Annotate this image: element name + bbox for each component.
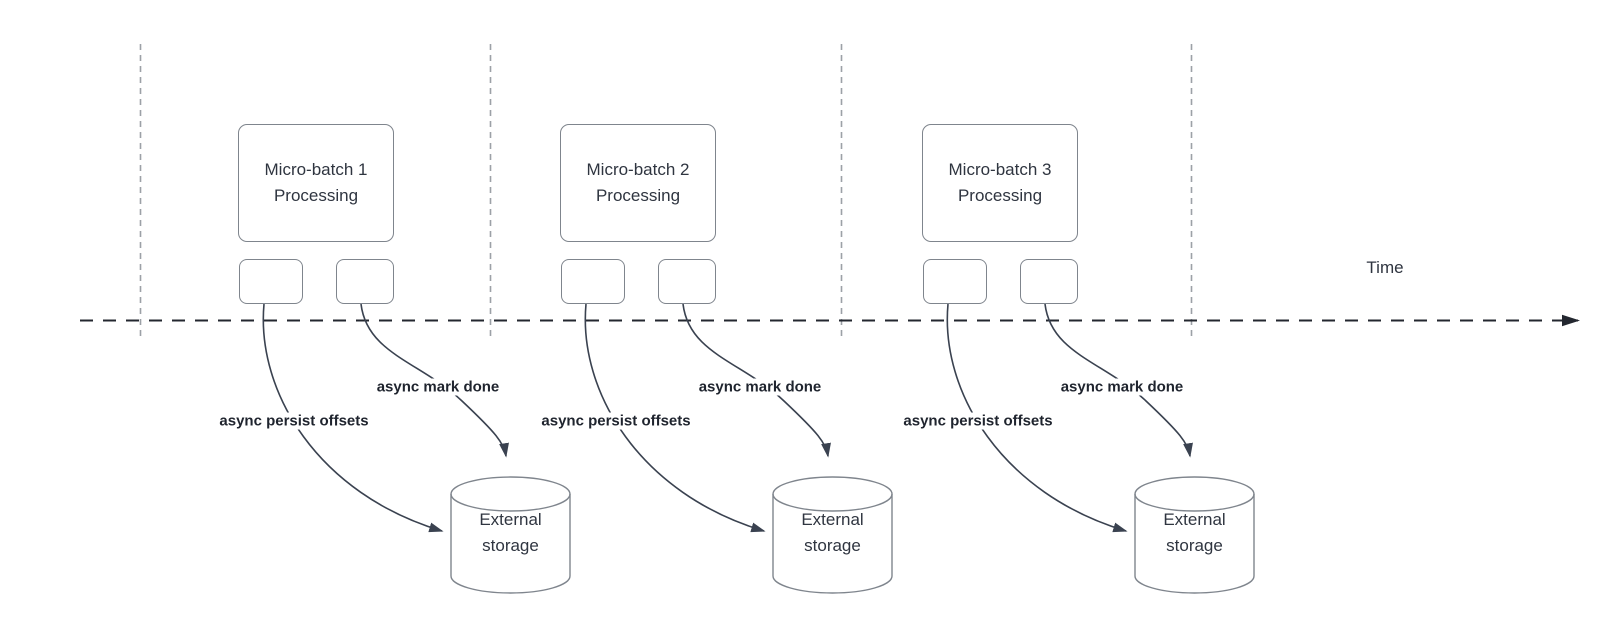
mark-done-label: async mark done	[373, 378, 503, 396]
processing-box-label-line1: Micro-batch 3	[948, 160, 1052, 179]
external-storage-label-line1: External	[479, 510, 542, 529]
persist-offsets-task-box	[923, 259, 987, 304]
external-storage-label-line1: External	[801, 510, 864, 529]
processing-box-label-line1: Micro-batch 2	[586, 160, 690, 179]
storage-cylinder-rim	[1134, 493, 1255, 512]
persist-offsets-arrow	[946, 303, 1128, 533]
mark-done-task-box	[658, 259, 716, 304]
storage-cylinder-body	[450, 476, 571, 594]
persist-offsets-label: async persist offsets	[900, 412, 1056, 430]
persist-offsets-arrow	[262, 303, 444, 533]
external-storage-label-line2: storage	[1166, 536, 1223, 555]
time-axis-label: Time	[1366, 258, 1404, 277]
external-storage-label: External storage	[451, 507, 570, 559]
external-storage-label-line1: External	[1163, 510, 1226, 529]
external-storage-label: External storage	[1135, 507, 1254, 559]
processing-box-label-line2: Processing	[273, 186, 359, 205]
processing-box-label-line1: Micro-batch 1	[264, 160, 368, 179]
storage-cylinder-body	[772, 476, 893, 594]
persist-offsets-task-box	[239, 259, 303, 304]
storage-cylinder-rim	[772, 493, 893, 512]
persist-offsets-arrow	[584, 303, 766, 533]
persist-offsets-task-box	[561, 259, 625, 304]
external-storage-label: External storage	[773, 507, 892, 559]
processing-box: Micro-batch 1 Processing	[238, 124, 394, 242]
persist-offsets-label: async persist offsets	[538, 412, 694, 430]
mark-done-label: async mark done	[1057, 378, 1187, 396]
processing-box-label-line2: Processing	[957, 186, 1043, 205]
mark-done-label: async mark done	[695, 378, 825, 396]
processing-box: Micro-batch 2 Processing	[560, 124, 716, 242]
storage-cylinder-rim	[450, 493, 571, 512]
mark-done-task-box	[336, 259, 394, 304]
mark-done-task-box	[1020, 259, 1078, 304]
external-storage-label-line2: storage	[804, 536, 861, 555]
storage-cylinder-body	[1134, 476, 1255, 594]
persist-offsets-label: async persist offsets	[216, 412, 372, 430]
external-storage-label-line2: storage	[482, 536, 539, 555]
processing-box-label-line2: Processing	[595, 186, 681, 205]
processing-box: Micro-batch 3 Processing	[922, 124, 1078, 242]
